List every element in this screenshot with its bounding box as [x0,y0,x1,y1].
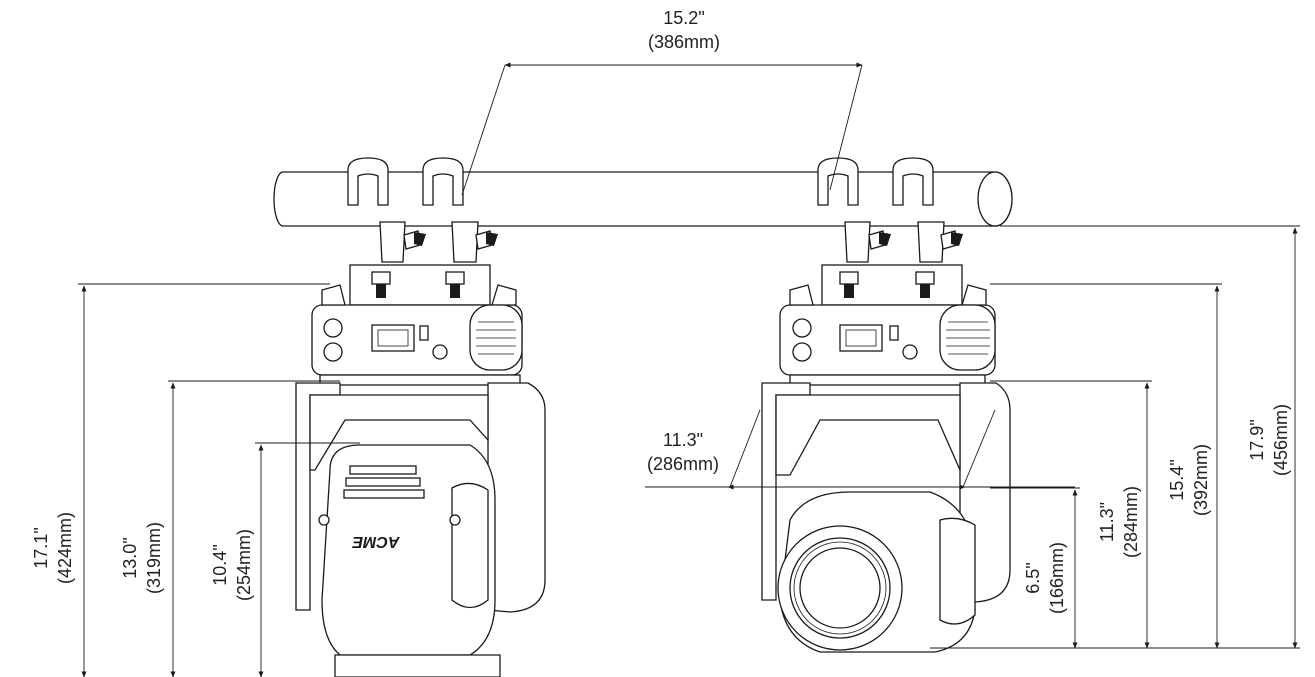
dimension-labels: 15.2" (386mm) 17.1" (424mm) 13.0" (319mm… [31,8,1291,614]
base-housing [311,264,523,386]
right-lens-mm: (166mm) [1047,542,1067,614]
right-fixture [761,157,1011,653]
base-housing [779,264,996,386]
yoke [295,382,546,613]
moving-head-front [777,491,976,653]
left-total-inch: 17.1" [31,527,51,568]
moving-head-rear [318,444,501,677]
acme-logo: ACME [351,533,400,550]
left-head-mm: (254mm) [234,529,254,601]
right-base-mm: (392mm) [1191,444,1211,516]
mid-width-inch: 11.3" [663,430,703,450]
left-total-mm: (424mm) [55,512,75,584]
right-yoke-mm: (284mm) [1121,486,1141,558]
left-fixture: ACME [295,157,546,677]
right-total-mm: (456mm) [1271,404,1291,476]
right-base-inch: 15.4" [1167,459,1187,500]
right-total-inch: 17.9" [1247,419,1267,460]
mid-width-mm: (286mm) [647,454,719,474]
top-width-inch: 15.2" [663,8,704,28]
right-lens-inch: 6.5" [1023,562,1043,593]
pipe-clamps [817,157,934,206]
mount-brackets [379,221,498,263]
left-head-inch: 10.4" [210,544,230,585]
dimension-lines [78,62,1300,677]
pipe-clamps [347,157,464,206]
top-width-mm: (386mm) [648,32,720,52]
left-yoke-mm: (319mm) [144,522,164,594]
mount-brackets [844,221,963,263]
left-yoke-inch: 13.0" [120,537,140,578]
right-yoke-inch: 11.3" [1097,502,1117,542]
